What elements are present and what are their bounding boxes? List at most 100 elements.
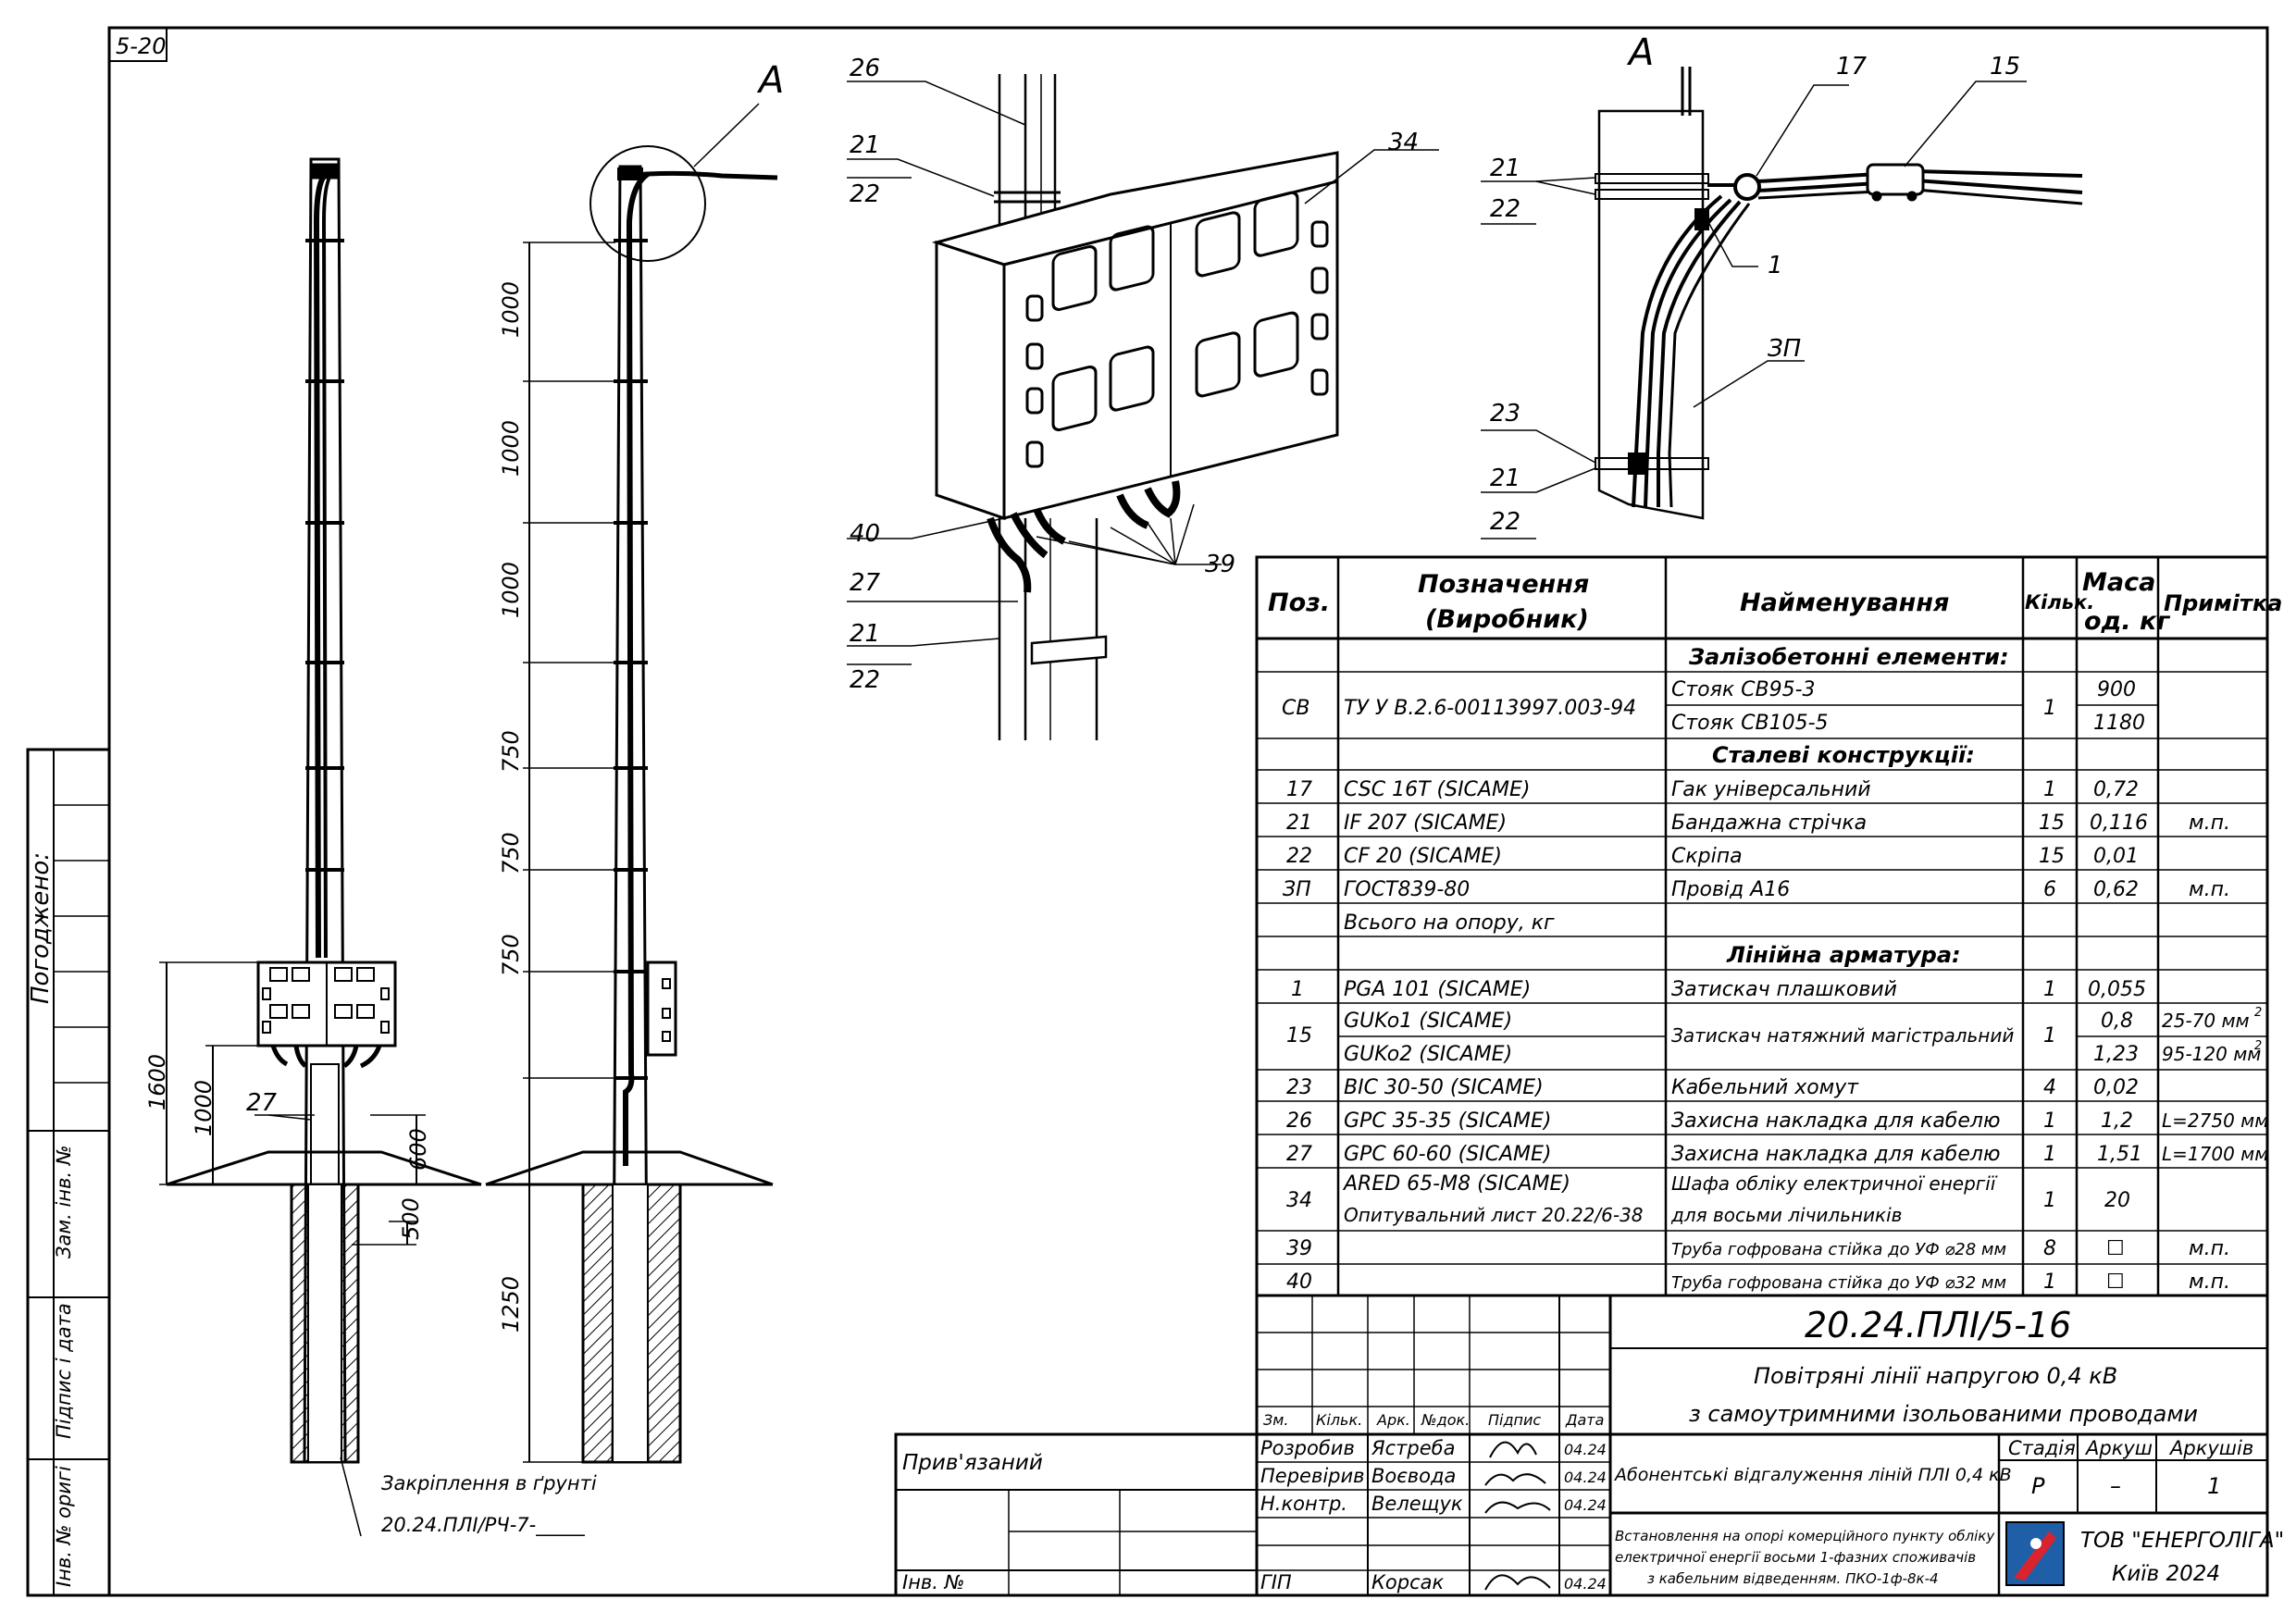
dim-pole-3: 750 [498, 730, 524, 773]
name: Затискач плашковий [1671, 978, 1897, 1001]
pos: 22 [1286, 845, 1312, 868]
mass: 0,116 [2090, 812, 2148, 835]
qty: 4 [2043, 1076, 2056, 1099]
callout-21-detail-bottom: 21 [1490, 465, 1520, 492]
city: Київ 2024 [2112, 1562, 2220, 1586]
callout-a-detail: А [1626, 31, 1654, 74]
foundation-note: Закріплення в ґрунті [381, 1472, 597, 1494]
cabinet-callouts: 26 21 22 34 40 27 21 22 39 [850, 55, 1419, 694]
cb-qty: 1 [2043, 697, 2056, 720]
detail-a-leaders [1481, 81, 2027, 539]
callout-23: 23 [1490, 400, 1520, 428]
description-3: з кабельним відведенням. ПКО-1ф-8к-4 [1647, 1570, 1939, 1587]
callout-26: 26 [850, 55, 880, 82]
doc-code: 20.24.ПЛІ/5-16 [1805, 1305, 2071, 1345]
pos: 27 [1286, 1143, 1312, 1166]
sheet-title: Абонентські відгалуження ліній ПЛІ 0,4 к… [1613, 1465, 2012, 1485]
cb-mass-2: 1180 [2093, 712, 2145, 735]
role-1: Перевірив [1260, 1465, 1365, 1487]
sheet-code: 5-20 [116, 33, 166, 59]
pole-front-view [166, 157, 482, 1464]
designation: CSC 16T (SICAME) [1344, 778, 1530, 801]
designation-2: Опитувальний лист 20.22/6-38 [1344, 1204, 1644, 1226]
cb-name-1: Стояк СВ95-3 [1671, 678, 1816, 701]
line-row-23: 23 BIC 30-50 (SICAME) Кабельний хомут 4 … [1286, 1076, 2139, 1099]
linked-label: Прив'язаний [902, 1451, 1043, 1475]
dim-600: 600 [405, 1128, 431, 1171]
sheet-label: Аркуш [2084, 1437, 2153, 1459]
qty: 15 [2039, 812, 2065, 835]
line-row-26: 26 GPC 35-35 (SICAME) Захисна накладка д… [1286, 1110, 2268, 1133]
note: м.п. [2189, 878, 2230, 901]
spec-table: Поз. Позначення (Виробник) Найменування … [1268, 568, 2282, 1294]
callout-39: 39 [1205, 551, 1235, 578]
mass: 0,02 [2093, 1076, 2139, 1099]
mass: ☐ [2106, 1271, 2125, 1294]
callout-22-top: 22 [850, 180, 880, 208]
callout-27: 27 [850, 569, 881, 597]
designation-1: ARED 65-M8 (SICAME) [1342, 1172, 1570, 1196]
dim-pole-6: 1250 [498, 1276, 524, 1333]
role-0-name: Ястреба [1371, 1437, 1455, 1459]
mass: 1,51 [2097, 1143, 2142, 1166]
pos: 34 [1286, 1189, 1312, 1212]
dims-pole-text: 1000 1000 1000 750 750 750 1250 А [498, 59, 784, 1333]
qty: 1 [2043, 1143, 2056, 1166]
sign-date-label: Підпис і дата [53, 1303, 75, 1439]
inv-no-label: Інв. № [902, 1571, 965, 1593]
name: Труба гофрована стійка до УФ ⌀28 мм [1671, 1240, 2006, 1259]
cb-name-2: Стояк СВ105-5 [1671, 712, 1829, 735]
qty: 8 [2043, 1237, 2056, 1260]
title-block-grid [894, 1294, 2269, 1597]
cabinet-callout-leaders [847, 81, 1439, 665]
name: Захисна накладка для кабелю [1671, 1143, 2000, 1166]
pos: 1 [1291, 978, 1304, 1001]
name: Гак універсальний [1671, 778, 1871, 801]
qty: 1 [2043, 1271, 2056, 1294]
th-designation-1: Позначення [1418, 570, 1589, 599]
dim-pole-4: 750 [498, 832, 524, 874]
dims-left-text: 1600 1000 600 500 27 Закріплення в ґрунт… [144, 1054, 597, 1537]
callout-34: 34 [1388, 129, 1419, 156]
role-3: ГІП [1260, 1571, 1292, 1593]
col-kilk: Кільк. [1316, 1411, 1362, 1429]
dim-1600: 1600 [144, 1054, 170, 1110]
spec-table-grid [1255, 555, 2269, 1297]
section-steel: Сталеві конструкції: [1712, 742, 1975, 768]
th-name: Найменування [1740, 589, 1949, 617]
inv-replace-label: Зам. інв. № [53, 1145, 75, 1258]
name-2: для восьми лічильників [1670, 1204, 1902, 1226]
callout-a-leader [693, 103, 760, 167]
sheets-label: Аркушів [2168, 1437, 2253, 1459]
total-label: Всього на опору, кг [1344, 911, 1555, 935]
steel-row-3: ЗП ГОСТ839-80 Провід А16 6 0,62 м.п. [1283, 878, 2230, 901]
callout-1: 1 [1768, 252, 1783, 279]
dim-pole-2: 1000 [498, 562, 524, 618]
role-1-name: Воєвода [1371, 1465, 1456, 1487]
sheets-value: 1 [2207, 1473, 2221, 1499]
name: Затискач натяжний магістральний [1671, 1024, 2014, 1047]
col-zm: Зм. [1263, 1411, 1288, 1429]
qty: 1 [2043, 978, 2056, 1001]
steel-row-1: 21 IF 207 (SICAME) Бандажна стрічка 15 0… [1286, 812, 2230, 835]
qty: 1 [2043, 778, 2056, 801]
steel-row-0: 17 CSC 16T (SICAME) Гак універсальний 1 … [1286, 778, 2139, 801]
line-row-27: 27 GPC 60-60 (SICAME) Захисна накладка д… [1286, 1143, 2268, 1166]
left-strip-labels: Погоджено: Зам. інв. № Підпис і дата Інв… [27, 852, 75, 1587]
col-doc: №док. [1421, 1411, 1470, 1429]
line-row-1: 1 PGA 101 (SICAME) Затискач плашковий 1 … [1291, 978, 2146, 1001]
pos: 15 [1286, 1024, 1312, 1048]
role-2-date: 04.24 [1564, 1496, 1607, 1514]
stage-value: Р [2031, 1473, 2045, 1499]
designation-1: GUKo1 (SICAME) [1344, 1010, 1512, 1033]
sheet-value: – [2110, 1473, 2121, 1499]
role-3-date: 04.24 [1564, 1575, 1607, 1593]
qty: 1 [2043, 1110, 2056, 1133]
callout-21-detail-top: 21 [1490, 155, 1520, 182]
name: Захисна накладка для кабелю [1671, 1110, 2000, 1133]
callout-a-label: А [756, 59, 784, 102]
callout-15: 15 [1990, 53, 2020, 81]
th-note: Примітка [2164, 590, 2282, 616]
cb-pos: СВ [1282, 697, 1309, 720]
mass: 0,72 [2093, 778, 2139, 801]
